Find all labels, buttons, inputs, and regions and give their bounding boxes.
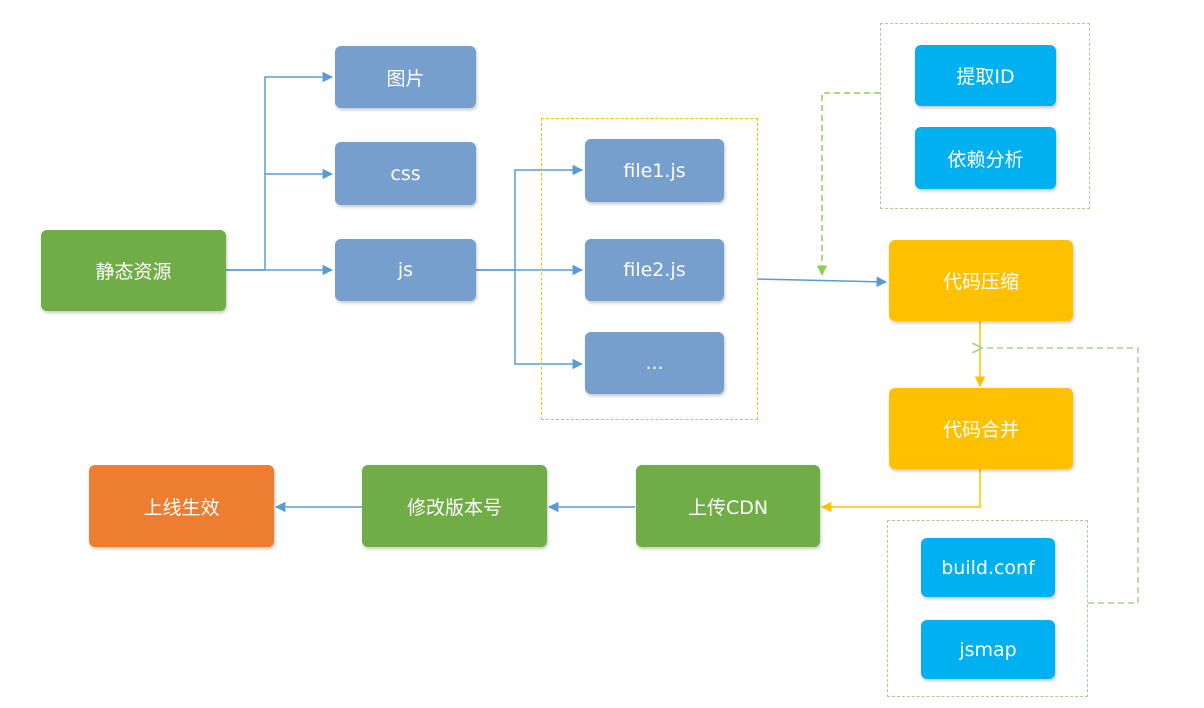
compress-label: 代码压缩 bbox=[942, 271, 1019, 293]
static-resources-label: 静态资源 bbox=[95, 261, 172, 283]
dependency-analysis-label: 依赖分析 bbox=[947, 148, 1024, 171]
file2-label: file2.js bbox=[623, 259, 686, 281]
images-node[interactable]: 图片 bbox=[335, 46, 476, 108]
js-files-group bbox=[541, 118, 758, 420]
extract-id-label: 提取ID bbox=[956, 66, 1015, 88]
modify-version-node[interactable]: 修改版本号 bbox=[362, 465, 547, 547]
compress-node[interactable]: 代码压缩 bbox=[889, 240, 1073, 321]
jsmap-node[interactable]: jsmap bbox=[921, 620, 1055, 679]
merge-label: 代码合并 bbox=[942, 419, 1019, 441]
go-live-node[interactable]: 上线生效 bbox=[89, 465, 274, 547]
build-conf-node[interactable]: build.conf bbox=[921, 538, 1055, 597]
file2-node[interactable]: file2.js bbox=[585, 239, 724, 301]
static-resources-node[interactable]: 静态资源 bbox=[41, 230, 226, 311]
more-files-node[interactable]: ... bbox=[585, 332, 724, 394]
merge-node[interactable]: 代码合并 bbox=[889, 388, 1073, 469]
file1-node[interactable]: file1.js bbox=[585, 139, 724, 202]
go-live-label: 上线生效 bbox=[143, 496, 220, 519]
upload-cdn-node[interactable]: 上传CDN bbox=[636, 465, 820, 547]
build-conf-label: build.conf bbox=[941, 556, 1035, 579]
css-label: css bbox=[390, 162, 421, 185]
css-node[interactable]: css bbox=[335, 142, 476, 205]
connector-analysis-to-compress bbox=[816, 92, 880, 277]
analysis-group bbox=[880, 23, 1090, 209]
dependency-analysis-node[interactable]: 依赖分析 bbox=[915, 127, 1056, 189]
js-label: js bbox=[397, 259, 414, 281]
file1-label: file1.js bbox=[623, 159, 686, 182]
connector-config-to-merge bbox=[982, 348, 1139, 604]
extract-id-node[interactable]: 提取ID bbox=[915, 45, 1056, 106]
connector-files-to-compress bbox=[757, 276, 888, 288]
config-group bbox=[887, 520, 1088, 697]
images-label: 图片 bbox=[386, 67, 425, 90]
js-node[interactable]: js bbox=[335, 239, 476, 301]
upload-cdn-label: 上传CDN bbox=[687, 496, 769, 519]
modify-version-label: 修改版本号 bbox=[406, 496, 502, 519]
connector-js-to-more bbox=[514, 270, 584, 370]
more-files-label: ... bbox=[645, 352, 664, 374]
connector-merge-to-cdn bbox=[820, 469, 981, 513]
jsmap-label: jsmap bbox=[959, 638, 1017, 661]
